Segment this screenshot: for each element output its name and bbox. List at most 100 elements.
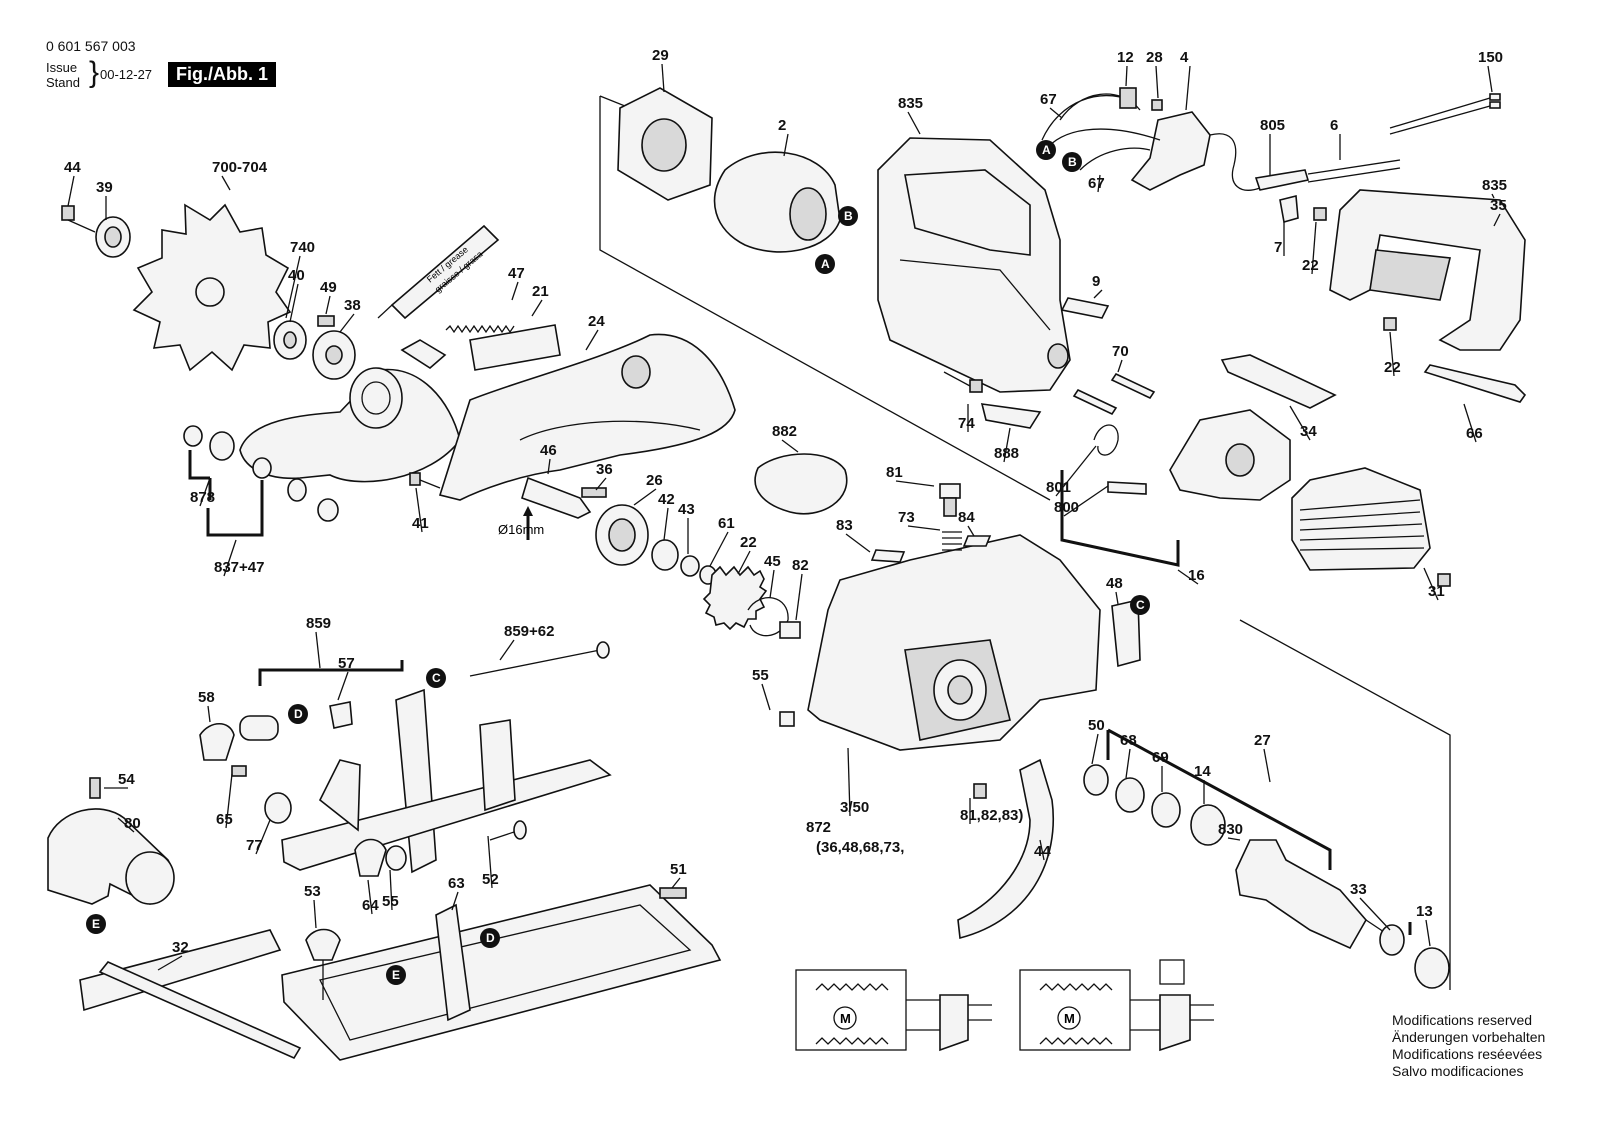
saw-blade-700-704: [132, 203, 292, 372]
callout-leader-line: [367, 879, 373, 915]
callout-leader-line: [1097, 174, 1101, 193]
marker-E-1-label: E: [92, 917, 100, 931]
callout-leader-line: [761, 683, 771, 711]
armature-3-50: [1235, 839, 1385, 950]
callout-label: 52: [482, 871, 499, 888]
brush-holder-16: [1169, 409, 1291, 501]
callout-leader-line: [1049, 107, 1063, 119]
callout-label: 700-704: [212, 159, 268, 176]
callout-leader-line: [769, 569, 775, 599]
marker-C-2: C: [426, 668, 446, 688]
lower-guard-837: [239, 339, 461, 483]
plate-21: [469, 324, 561, 371]
callout-label: 33: [1350, 881, 1367, 898]
document-number: 0 601 567 003: [46, 38, 136, 54]
callout-leader-line: [895, 480, 935, 487]
callout-label: 9: [1092, 273, 1100, 290]
clip-58: [329, 701, 353, 729]
callout-label: 36: [596, 461, 613, 478]
callout-leader-line: [487, 835, 493, 889]
callout-leader-line: [117, 817, 135, 833]
callout-leader-line: [1115, 591, 1119, 605]
callout-label: 67: [1040, 91, 1057, 108]
callout-label: 40: [288, 267, 305, 284]
callout-label: 22: [1302, 257, 1319, 274]
callout-leader-line: [547, 458, 551, 475]
bearing-13: [1379, 924, 1405, 956]
callout-label: 859+62: [504, 623, 554, 640]
field-coil-2: [713, 151, 841, 253]
callout-leader-line: [499, 639, 515, 661]
screw-28: [1151, 99, 1163, 111]
brush-800: [1107, 481, 1147, 495]
key-36: [581, 487, 607, 498]
callout-leader-line: [221, 175, 231, 191]
callout-label: 69: [1152, 749, 1169, 766]
bearing-48: [779, 621, 801, 639]
nut-50: [779, 711, 795, 727]
callout-label: 48: [1106, 575, 1123, 592]
callout-leader-line: [1039, 839, 1045, 861]
motor-cover-31: [1291, 467, 1431, 571]
callout-label: 14: [1194, 763, 1211, 780]
circlip-82: [747, 597, 789, 637]
bearing-flange-26: [595, 504, 649, 566]
callout-label: 837+47: [214, 559, 264, 576]
callout-label: 6: [1330, 117, 1338, 134]
callout-leader-line: [511, 281, 519, 301]
marker-E-1: E: [86, 914, 106, 934]
callout-leader-line: [1125, 748, 1131, 779]
note-en: Modifications reserved: [1392, 1012, 1533, 1028]
callout-leader-line: [783, 133, 789, 157]
callout-leader-line: [415, 487, 423, 533]
marker-A-2: A: [1036, 140, 1056, 160]
callout-leader-line: [633, 488, 657, 506]
flange-38: [312, 330, 356, 380]
callout-leader-line: [207, 705, 211, 723]
callout-label: 800: [1054, 499, 1079, 516]
callout-label: 42: [658, 491, 675, 508]
callout-leader-line: [737, 550, 751, 575]
marker-B-2: B: [1062, 152, 1082, 172]
motor-housing-835: [877, 137, 1071, 393]
callout-label: 4: [1180, 49, 1189, 66]
screw-64-head: [513, 820, 527, 840]
callout-label: 27: [1254, 732, 1271, 749]
callout-leader-line: [67, 175, 75, 207]
callout-label: 740: [290, 239, 315, 256]
callout-leader-line: [663, 507, 669, 541]
issue-label: Issue Stand: [46, 60, 80, 90]
issue-brace: }: [89, 56, 100, 89]
handle-35: [1329, 189, 1526, 351]
pin-33: [659, 887, 687, 899]
callout-leader-line: [1227, 837, 1241, 841]
marker-C-1-label: C: [1136, 598, 1145, 612]
callout-label: 51: [670, 861, 687, 878]
grease-tube: Fett / grease graisse / grasa: [377, 224, 500, 320]
marker-D-2: D: [480, 928, 500, 948]
callout-label: 28: [1146, 49, 1163, 66]
screw-74: [943, 371, 983, 393]
callout-leader-line: [1493, 213, 1501, 227]
callout-leader-line: [967, 525, 975, 537]
motor-symbol-1: M: [840, 1011, 851, 1026]
callout-label: 58: [198, 689, 215, 706]
screw-57-head: [596, 641, 610, 659]
note-de: Änderungen vorbehalten: [1392, 1029, 1546, 1045]
plate-888: [980, 403, 1042, 429]
callout-label: 67: [1088, 175, 1105, 192]
motor-symbol-2: M: [1064, 1011, 1075, 1026]
washers-878: [183, 425, 339, 522]
screw-22-c: [1437, 573, 1451, 587]
issue-label-en: Issue: [46, 60, 78, 75]
bearing-14: [1151, 792, 1181, 828]
callout-leader-line: [389, 869, 393, 911]
marker-C-2-label: C: [432, 671, 441, 685]
callout-label: 55: [382, 893, 399, 910]
marker-B-2-label: B: [1068, 155, 1077, 169]
button-81: [939, 483, 961, 517]
marker-D-1: D: [288, 704, 308, 724]
knob-55-b: [354, 838, 387, 877]
modification-notes: Modifications reserved Änderungen vorbeh…: [1392, 1012, 1545, 1080]
